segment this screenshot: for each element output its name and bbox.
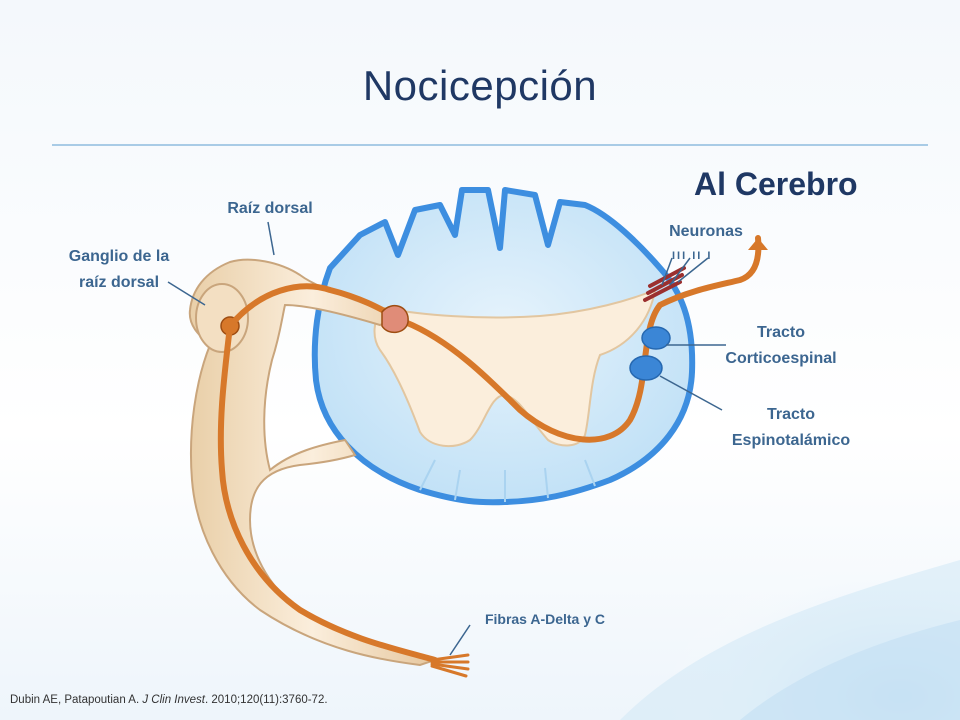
citation-details: . 2010;120(11):3760-72. (205, 694, 328, 706)
label-ganglio-line1: Ganglio de la (68, 248, 170, 265)
label-neuronas: Neuronas (669, 223, 743, 240)
label-laminas: III II I (672, 250, 713, 262)
synapse (381, 304, 409, 334)
label-tracto-espino-line2: Espinotalámico (731, 432, 851, 449)
label-tracto-cortico-line2: Corticoespinal (725, 350, 837, 367)
citation-authors: Dubin AE, Patapoutian A. (10, 694, 143, 706)
title-divider (52, 144, 928, 146)
gray-matter (373, 288, 657, 448)
corticospinal-tract (641, 326, 671, 350)
dorsal-root-ganglion (195, 283, 249, 353)
label-ganglio-line2: raíz dorsal (78, 274, 160, 291)
label-ganglio: Ganglio de la raíz dorsal (44, 244, 194, 296)
fiber-terminals (430, 653, 470, 678)
citation-journal: J Clin Invest (142, 694, 205, 706)
leader-lines (167, 221, 726, 656)
label-tracto-espinotalamico: Tracto Espinotalámico (716, 402, 866, 454)
label-tracto-cortico-line1: Tracto (756, 324, 805, 341)
label-raiz-dorsal: Raíz dorsal (227, 200, 313, 217)
laminae-neurons (643, 266, 686, 302)
slide-title: Nocicepción (362, 62, 598, 109)
citation: Dubin AE, Patapoutian A. J Clin Invest. … (10, 694, 328, 706)
arrow-head (748, 238, 768, 250)
spinothalamic-tract (629, 355, 663, 381)
label-tracto-espino-line1: Tracto (766, 406, 815, 423)
label-fibras: Fibras A-Delta y C (484, 611, 606, 627)
label-al-cerebro: Al Cerebro (694, 166, 858, 202)
label-tracto-corticoespinal: Tracto Corticoespinal (716, 320, 846, 372)
